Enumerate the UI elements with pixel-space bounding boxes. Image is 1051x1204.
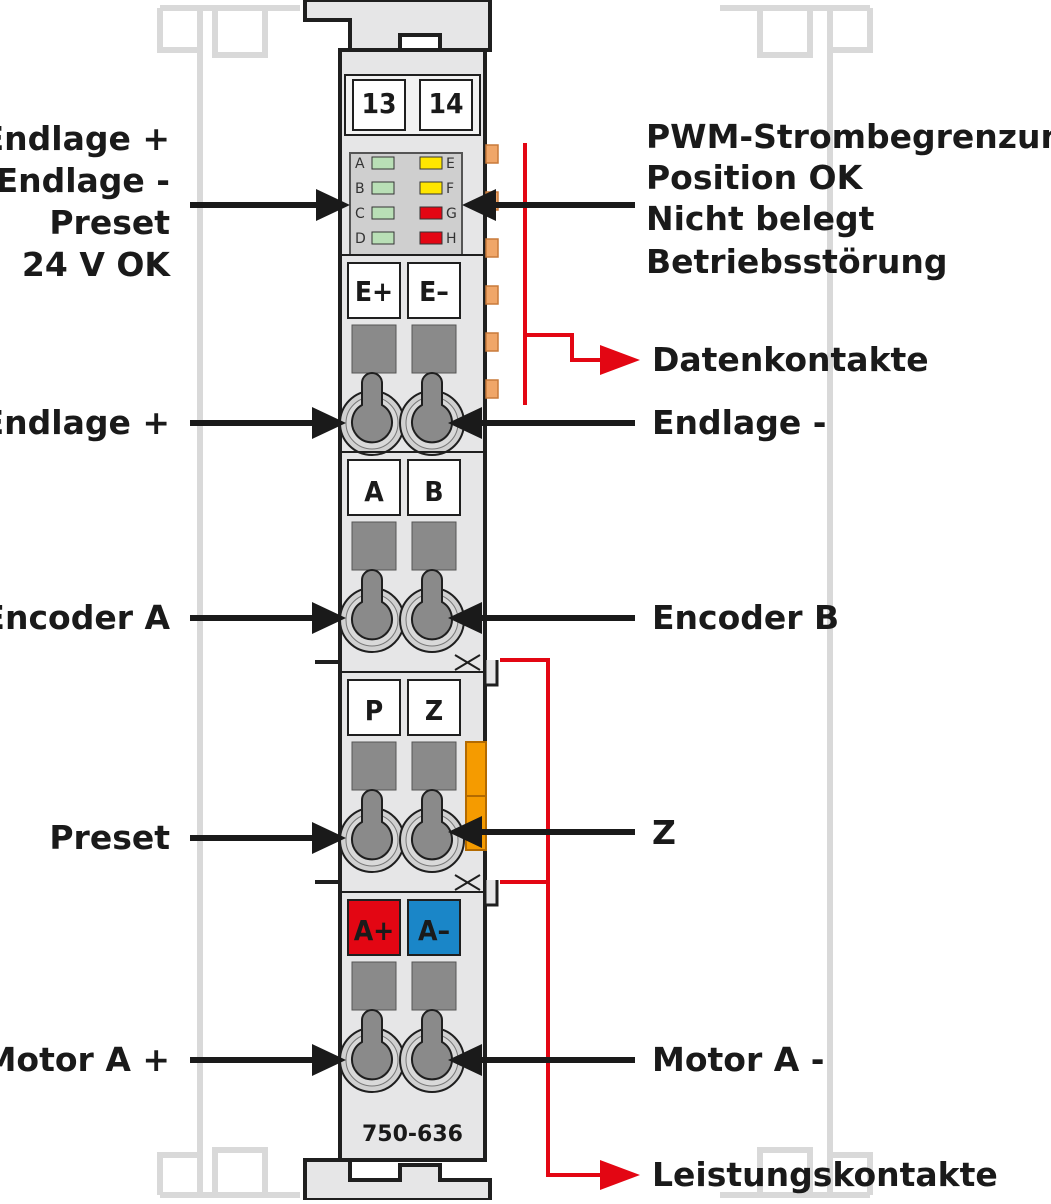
led-letter-e: E <box>446 156 455 172</box>
clamp-opening[interactable] <box>351 372 393 444</box>
push-button[interactable] <box>351 961 397 1011</box>
push-button[interactable] <box>351 741 397 791</box>
label-endlage-minus: Endlage - <box>652 403 827 442</box>
push-button[interactable] <box>411 324 457 374</box>
led-label-position-ok: Position OK <box>646 158 863 197</box>
led-b <box>371 181 395 195</box>
arrow-preset-head <box>312 822 346 854</box>
label-endlage-plus: Endlage + <box>0 403 170 442</box>
led-letter-g: G <box>446 206 457 222</box>
top-number-13: 13 <box>361 87 397 120</box>
led-label-endlage-plus: Endlage + <box>0 119 170 158</box>
terminal-tag-plate <box>407 459 461 516</box>
terminal-tag-plate <box>407 899 461 956</box>
terminal-tag-e-plus: E+ <box>354 275 394 308</box>
led-letter-f: F <box>446 181 455 197</box>
led-letter-b: B <box>355 181 365 197</box>
part-number: 750-636 <box>362 1122 463 1147</box>
label-encoder-b: Encoder B <box>652 598 840 637</box>
terminal-tag-b: B <box>424 475 444 508</box>
din-rail <box>157 5 873 1198</box>
power-bus-arrowhead <box>600 1160 640 1190</box>
clamp-opening[interactable] <box>351 789 393 861</box>
clamp-opening[interactable] <box>411 789 453 861</box>
terminal-tag-z: Z <box>424 694 444 727</box>
led-letter-c: C <box>355 206 365 222</box>
led-g <box>419 206 443 220</box>
clamp-opening[interactable] <box>351 569 393 641</box>
label-motor-a-minus: Motor A - <box>652 1040 825 1079</box>
terminal-tag-plate <box>347 679 401 736</box>
label-motor-a-plus: Motor A + <box>0 1040 170 1079</box>
led-label-preset: Preset <box>49 203 170 242</box>
label-encoder-a: Encoder A <box>0 598 170 637</box>
led-e <box>419 156 443 170</box>
led-c <box>371 206 395 220</box>
arrow-endlage-minus-head <box>448 407 482 439</box>
clamp-opening[interactable] <box>411 1009 453 1081</box>
led-label-betriebsstoerung: Betriebsstörung <box>646 242 948 281</box>
top-number-14: 14 <box>428 87 464 120</box>
terminal-tag-a-plus: A+ <box>353 914 395 947</box>
terminal-tag-a-minus: A– <box>417 914 451 947</box>
led-f <box>419 181 443 195</box>
terminal-tag-plate <box>347 459 401 516</box>
arrow-endlage-plus-head <box>312 407 346 439</box>
led-letter-d: D <box>355 231 366 247</box>
led-label-pwm: PWM-Strombegrenzung <box>646 117 1051 156</box>
clamp-opening[interactable] <box>411 569 453 641</box>
terminal-tag-plate <box>347 899 401 956</box>
label-preset: Preset <box>49 818 170 857</box>
arrow-encoder-a-head <box>312 602 346 634</box>
push-button[interactable] <box>411 521 457 571</box>
data-bus-arrowhead <box>600 345 640 375</box>
clamp-opening[interactable] <box>411 372 453 444</box>
push-button[interactable] <box>351 521 397 571</box>
arrow-motor-a-minus-head <box>448 1044 482 1076</box>
arrow-led-right-head <box>462 189 496 221</box>
push-button[interactable] <box>411 961 457 1011</box>
push-button[interactable] <box>351 324 397 374</box>
terminal-tag-plate <box>407 262 461 319</box>
push-button[interactable] <box>411 741 457 791</box>
clamp-opening[interactable] <box>351 1009 393 1081</box>
terminal-tag-p: P <box>364 694 384 727</box>
label-leistungskontakte: Leistungskontakte <box>652 1155 998 1194</box>
power-bus-line <box>500 658 612 1177</box>
arrow-motor-a-plus-head <box>312 1044 346 1076</box>
led-label-24v-ok: 24 V OK <box>21 245 170 284</box>
label-datenkontakte: Datenkontakte <box>652 340 929 379</box>
terminal-tag-plate <box>407 679 461 736</box>
signal-arrows <box>190 189 635 1076</box>
terminal-row-4 <box>339 891 485 1093</box>
arrow-encoder-b-head <box>448 602 482 634</box>
terminal-tag-a: A <box>364 475 384 508</box>
terminal-row-3 <box>339 671 485 873</box>
led-label-endlage-minus: Endlage - <box>0 161 170 200</box>
led-letter-a: A <box>355 156 365 172</box>
data-bus-line <box>523 143 612 405</box>
arrow-z-head <box>448 816 482 848</box>
arrow-led-left-head <box>316 189 350 221</box>
led-letter-h: H <box>446 231 457 247</box>
data-contacts <box>485 144 499 399</box>
led-h <box>419 231 443 245</box>
led-panel <box>349 152 463 256</box>
led-label-nicht-belegt: Nicht belegt <box>646 199 875 238</box>
terminal-row-2 <box>339 451 485 653</box>
label-z: Z <box>652 813 676 852</box>
terminal-tag-plate <box>347 262 401 319</box>
terminal-tag-e-minus: E– <box>419 275 449 308</box>
terminal-row-1 <box>339 254 485 456</box>
led-a <box>371 156 395 170</box>
led-d <box>371 231 395 245</box>
number-plates <box>344 74 481 136</box>
